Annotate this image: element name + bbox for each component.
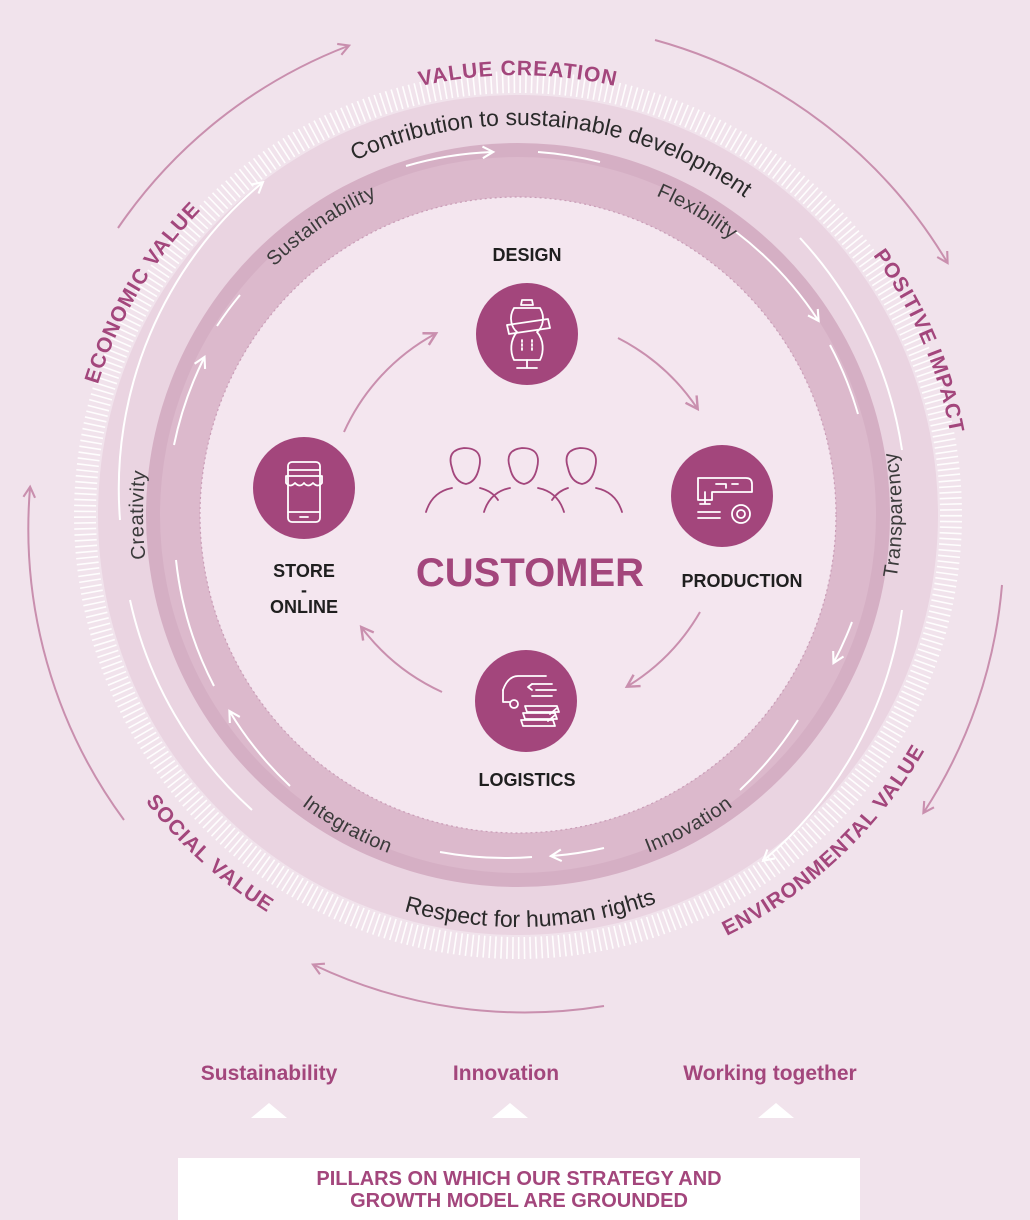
footer-line-1: PILLARS ON WHICH OUR STRATEGY AND [316, 1168, 722, 1190]
footer-box: PILLARS ON WHICH OUR STRATEGY AND GROWTH… [178, 1158, 860, 1220]
stage-design [476, 283, 578, 385]
stage-label-design: DESIGN [492, 245, 561, 265]
inner-circle [200, 197, 836, 833]
footer-line-2: GROWTH MODEL ARE GROUNDED [350, 1190, 688, 1212]
band-arrows [117, 180, 903, 863]
center-title: CUSTOMER [416, 551, 644, 595]
smartphone-store-icon [285, 461, 323, 523]
ring-arrows [173, 145, 859, 863]
outer-arrows [22, 39, 1003, 1014]
dress-form-icon [506, 299, 551, 369]
stage-label-logistics: LOGISTICS [478, 770, 575, 790]
pillar-innovation: Innovation [452, 1062, 560, 1085]
stage-store [253, 437, 355, 539]
stage-logistics [475, 650, 577, 752]
delivery-van-icon [502, 675, 560, 727]
stage-label-online: ONLINE [270, 597, 338, 617]
pillar-working-together: Working together [683, 1062, 857, 1085]
people-group-icon [425, 447, 623, 513]
stage-production [671, 445, 773, 547]
pillar-marker-innovation [492, 1103, 528, 1118]
pillar-sustainability: Sustainability [200, 1062, 338, 1085]
stage-label-store-dash: - [301, 580, 307, 600]
tick-ring [74, 71, 962, 959]
pillar-marker-working-together [758, 1103, 794, 1118]
inner-dotted-border [199, 196, 837, 834]
stage-label-store: STORE [273, 561, 335, 581]
stage-label-production: PRODUCTION [682, 571, 803, 591]
cycle-arrows [343, 332, 701, 693]
label-value-creation: VALUE CREATION [416, 57, 619, 91]
sewing-machine-icon [697, 477, 753, 524]
ring-label-creativity: Creativity [126, 469, 151, 561]
footer-text: PILLARS ON WHICH OUR STRATEGY AND GROWTH… [269, 1158, 769, 1212]
pillar-marker-sustainability [251, 1103, 287, 1118]
